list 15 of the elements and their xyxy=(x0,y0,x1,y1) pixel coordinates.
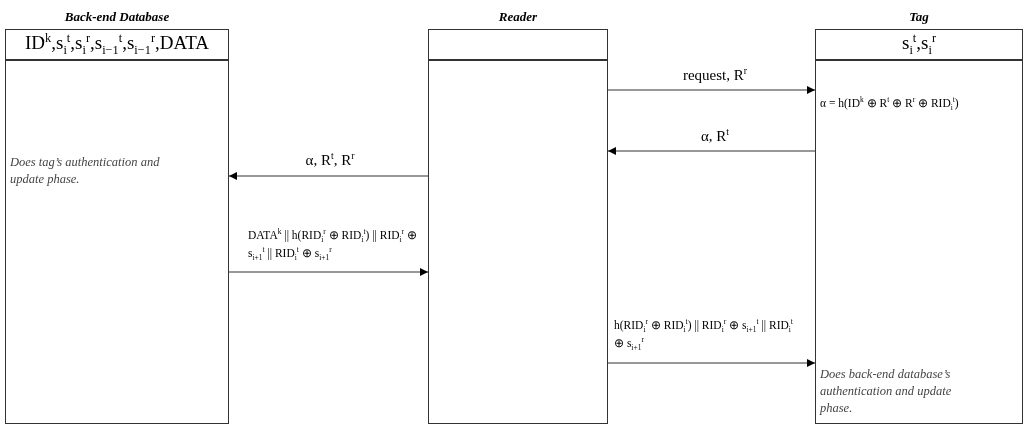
message-arrow xyxy=(228,268,429,276)
column-title: Reader xyxy=(497,9,539,25)
lifeline-box xyxy=(815,60,1023,424)
column-title: Tag xyxy=(908,9,930,25)
formula-text: α = h(ID$^{k}$ ⊕ R$^{t}$ ⊕ R$^{r}$ ⊕ RID$_{i}$$^{t}$) xyxy=(820,96,959,110)
message-arrow xyxy=(228,172,429,180)
column-title: Back-end Database xyxy=(63,9,171,25)
lifeline-box xyxy=(428,60,608,424)
note-text: Does tag’s authentication and update phase. xyxy=(10,154,161,188)
message-arrow xyxy=(607,147,816,155)
note-text: Does back-end database’s authentication and update phase. xyxy=(820,366,953,417)
lifeline-box xyxy=(5,60,229,424)
stored-values: ID$^{k}$,s$_{i}$$^{t}$,s$_{i}$$^{r}$,s$_{i−1}$$^{t}$,s$_{i−1}$$^{r}$,DATA xyxy=(24,32,210,54)
message-arrow xyxy=(607,86,816,94)
message-arrow xyxy=(607,359,816,367)
